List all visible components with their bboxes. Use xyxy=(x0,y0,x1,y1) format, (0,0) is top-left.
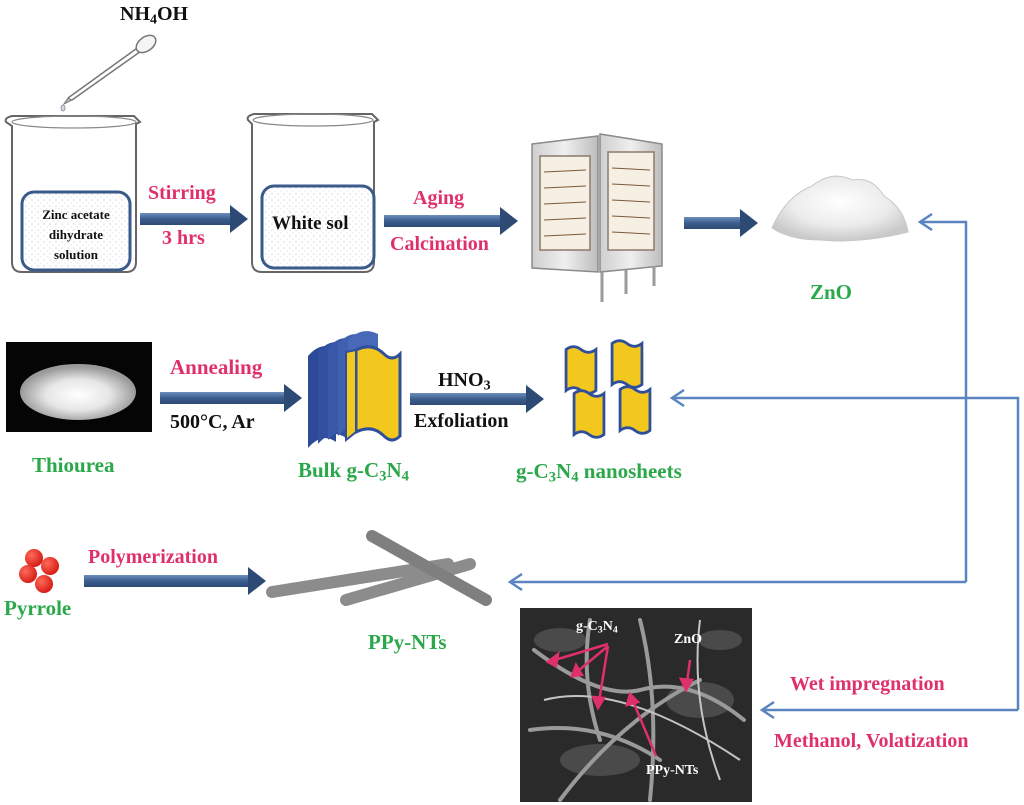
hno3-label: HNO3 xyxy=(438,369,491,394)
bulk-gcn-stack-icon xyxy=(308,331,402,448)
arrow-exfoliation xyxy=(410,385,544,413)
zno-powder-icon xyxy=(771,175,909,242)
pipette-icon xyxy=(60,34,157,112)
sem-pointer-arrows xyxy=(545,642,695,757)
sem-gcn-label: g-C3N4 xyxy=(576,619,618,636)
annealing-label: Annealing xyxy=(170,355,263,379)
methanol-volatization-label: Methanol, Volatization xyxy=(774,730,969,752)
arrow-stirring xyxy=(140,205,248,233)
sem-image xyxy=(520,608,752,802)
thiourea-label: Thiourea xyxy=(32,453,115,477)
stirring-label: Stirring xyxy=(148,182,216,204)
zinc-solution-box xyxy=(20,190,132,272)
furnace-icon xyxy=(531,133,663,302)
stirring-time-label: 3 hrs xyxy=(162,227,205,249)
arrow-polymerization xyxy=(84,567,266,595)
pyrrole-molecules-icon xyxy=(19,549,59,593)
zno-label: ZnO xyxy=(810,280,853,304)
thiourea-powder xyxy=(20,364,136,420)
arrow-aging xyxy=(384,207,518,235)
ppy-nts-label: PPy-NTs xyxy=(368,630,447,654)
white-sol-box xyxy=(260,184,376,270)
connector-arrowheads xyxy=(507,212,933,720)
exfoliation-label: Exfoliation xyxy=(414,410,509,432)
gcn-nanosheets-label: g-C3N4 nanosheets xyxy=(516,459,682,486)
pyrrole-label: Pyrrole xyxy=(4,596,72,620)
sem-zno-label: ZnO xyxy=(674,632,703,647)
annealing-conditions-label: 500°C, Ar xyxy=(170,411,255,433)
polymerization-label: Polymerization xyxy=(88,546,218,568)
sem-ppy-label: PPy-NTs xyxy=(646,763,699,778)
connector-lines xyxy=(510,220,1020,712)
nh4oh-label: NH4OH xyxy=(120,3,189,28)
ppy-nanotubes-icon xyxy=(266,530,492,606)
arrow-annealing xyxy=(160,384,302,412)
gcn-nanosheets-icon xyxy=(564,338,652,440)
white-sol-label: White sol xyxy=(272,213,349,234)
bulk-gcn-label: Bulk g-C3N4 xyxy=(298,458,409,485)
wet-impregnation-label: Wet impregnation xyxy=(790,673,945,695)
calcination-label: Calcination xyxy=(390,233,489,255)
arrow-to-zno xyxy=(684,209,758,237)
aging-label: Aging xyxy=(413,187,465,209)
zinc-solution-label: Zinc acetate dihydrate solution xyxy=(42,207,110,262)
